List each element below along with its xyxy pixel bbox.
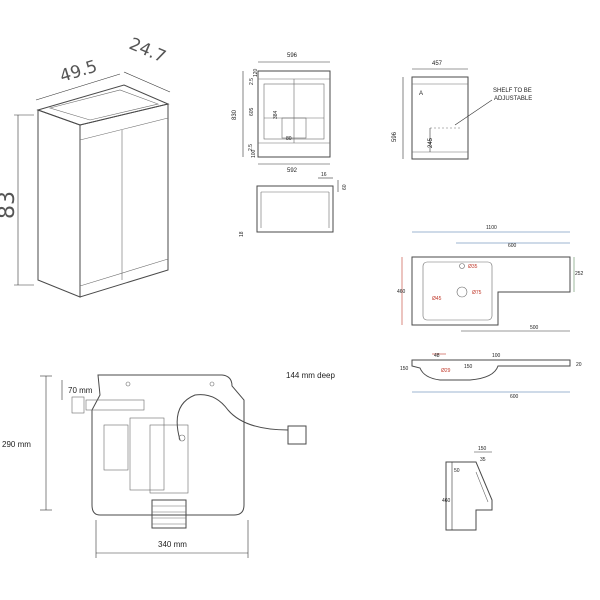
front-siphon [281,117,307,139]
isometric-cabinet: 49.5 24.7 83 [0,34,171,298]
top-view: 16 60 18 [239,172,348,237]
basin-top-view: 1100 600 460 252 Ø35 Ø75 Ø45 500 [397,225,584,332]
front-top-rail: 120 [253,68,259,77]
side-note-line2: ADJUSTABLE [494,96,532,102]
cistern-screw-right [209,381,215,387]
top-rail-line [79,117,169,141]
front-plinth: 100 [251,149,257,158]
front-bottom-gap: 2.5 [248,144,254,151]
front-width-top: 596 [287,53,298,59]
cistern-cable [176,394,289,441]
basin-bowl [422,261,493,321]
top-side: 18 [239,231,245,237]
cistern-screw-left [125,381,131,387]
basin-depth: 460 [397,289,406,295]
cistern-flush-chamber [129,417,165,491]
front-width-bottom: 592 [287,168,298,174]
basin-width: 1100 [486,225,497,231]
basin-side-view: 150 35 50 460 [442,446,493,531]
section-b: 100 [492,353,501,359]
note-leader [454,99,493,126]
cistern-width: 340 mm [158,540,187,549]
basin-bowl-depth: 252 [575,271,584,277]
basin-offset: 500 [530,325,539,331]
side-d: 460 [442,498,451,504]
cistern-connector [178,434,186,442]
iso-depth-label: 24.7 [126,34,169,67]
front-shelf-height: 384 [273,110,279,119]
front-inner-frame [263,83,325,140]
cistern-inlet-pipe [85,399,145,411]
waste-outlet [456,286,468,298]
section-d: Ø29 [441,368,451,374]
side-a: 150 [478,446,487,452]
cabinet-front [79,103,169,298]
concealed-cistern: 144 mm deep 70 mm 290 mm 340 mm [2,371,335,558]
basin-bowl-width: 600 [508,243,517,249]
side-c: 50 [454,468,460,474]
cistern-control-box [287,425,307,445]
side-shelf-dim: 245 [428,137,434,148]
front-inner-height: 605 [249,107,255,116]
basin-recess [48,89,160,121]
cistern-height: 290 mm [2,440,31,449]
section-c: 150 [464,364,473,370]
iso-height-label: 83 [0,191,20,219]
section-a: 48 [434,353,440,359]
side-depth: 457 [432,61,443,67]
cistern-outlet [151,499,187,529]
tap-hole [459,263,465,269]
side-mark: A [419,91,423,97]
plinth-line [79,258,169,287]
top-depth: 60 [342,184,348,190]
side-height: 596 [392,131,398,142]
basin-waste-2: Ø45 [432,296,442,302]
cistern-valve [149,424,189,494]
basin-tap-hole: Ø35 [468,264,478,270]
front-height: 830 [232,109,238,120]
side-b: 35 [480,457,486,463]
cistern-inlet-height: 70 mm [68,386,93,395]
top-view-body [256,185,334,233]
front-top-gap: 2.5 [249,78,255,85]
top-thickness: 16 [321,172,327,178]
cistern-outline [91,374,245,516]
front-view-body [257,70,331,158]
basin-side-outline [445,461,493,531]
cistern-depth-note: 144 mm deep [286,371,335,380]
cistern-inlet-nut [71,396,85,414]
front-view: 596 592 830 2.5 120 605 384 80 2.5 100 [232,53,331,174]
cistern-inlet-valve [103,424,129,471]
basin-section-outline [411,359,571,381]
basin-section-view: 48 100 150 Ø29 20 150 600 [400,353,582,400]
depth-dim-line [123,71,171,93]
section-e: 20 [576,362,582,368]
cabinet-left-side [37,109,81,298]
front-shelf-inset: 80 [286,136,292,142]
cabinet-top [36,84,170,126]
section-f: 600 [510,394,519,400]
section-left: 150 [400,366,409,372]
side-view: 457 596 245 A SHELF TO BE ADJUSTABLE [392,61,532,160]
basin-waste: Ø75 [472,290,482,296]
side-note-line1: SHELF TO BE [493,88,532,94]
width-dim-line [35,73,121,101]
basin-outline [411,256,571,326]
side-view-body [411,76,469,160]
